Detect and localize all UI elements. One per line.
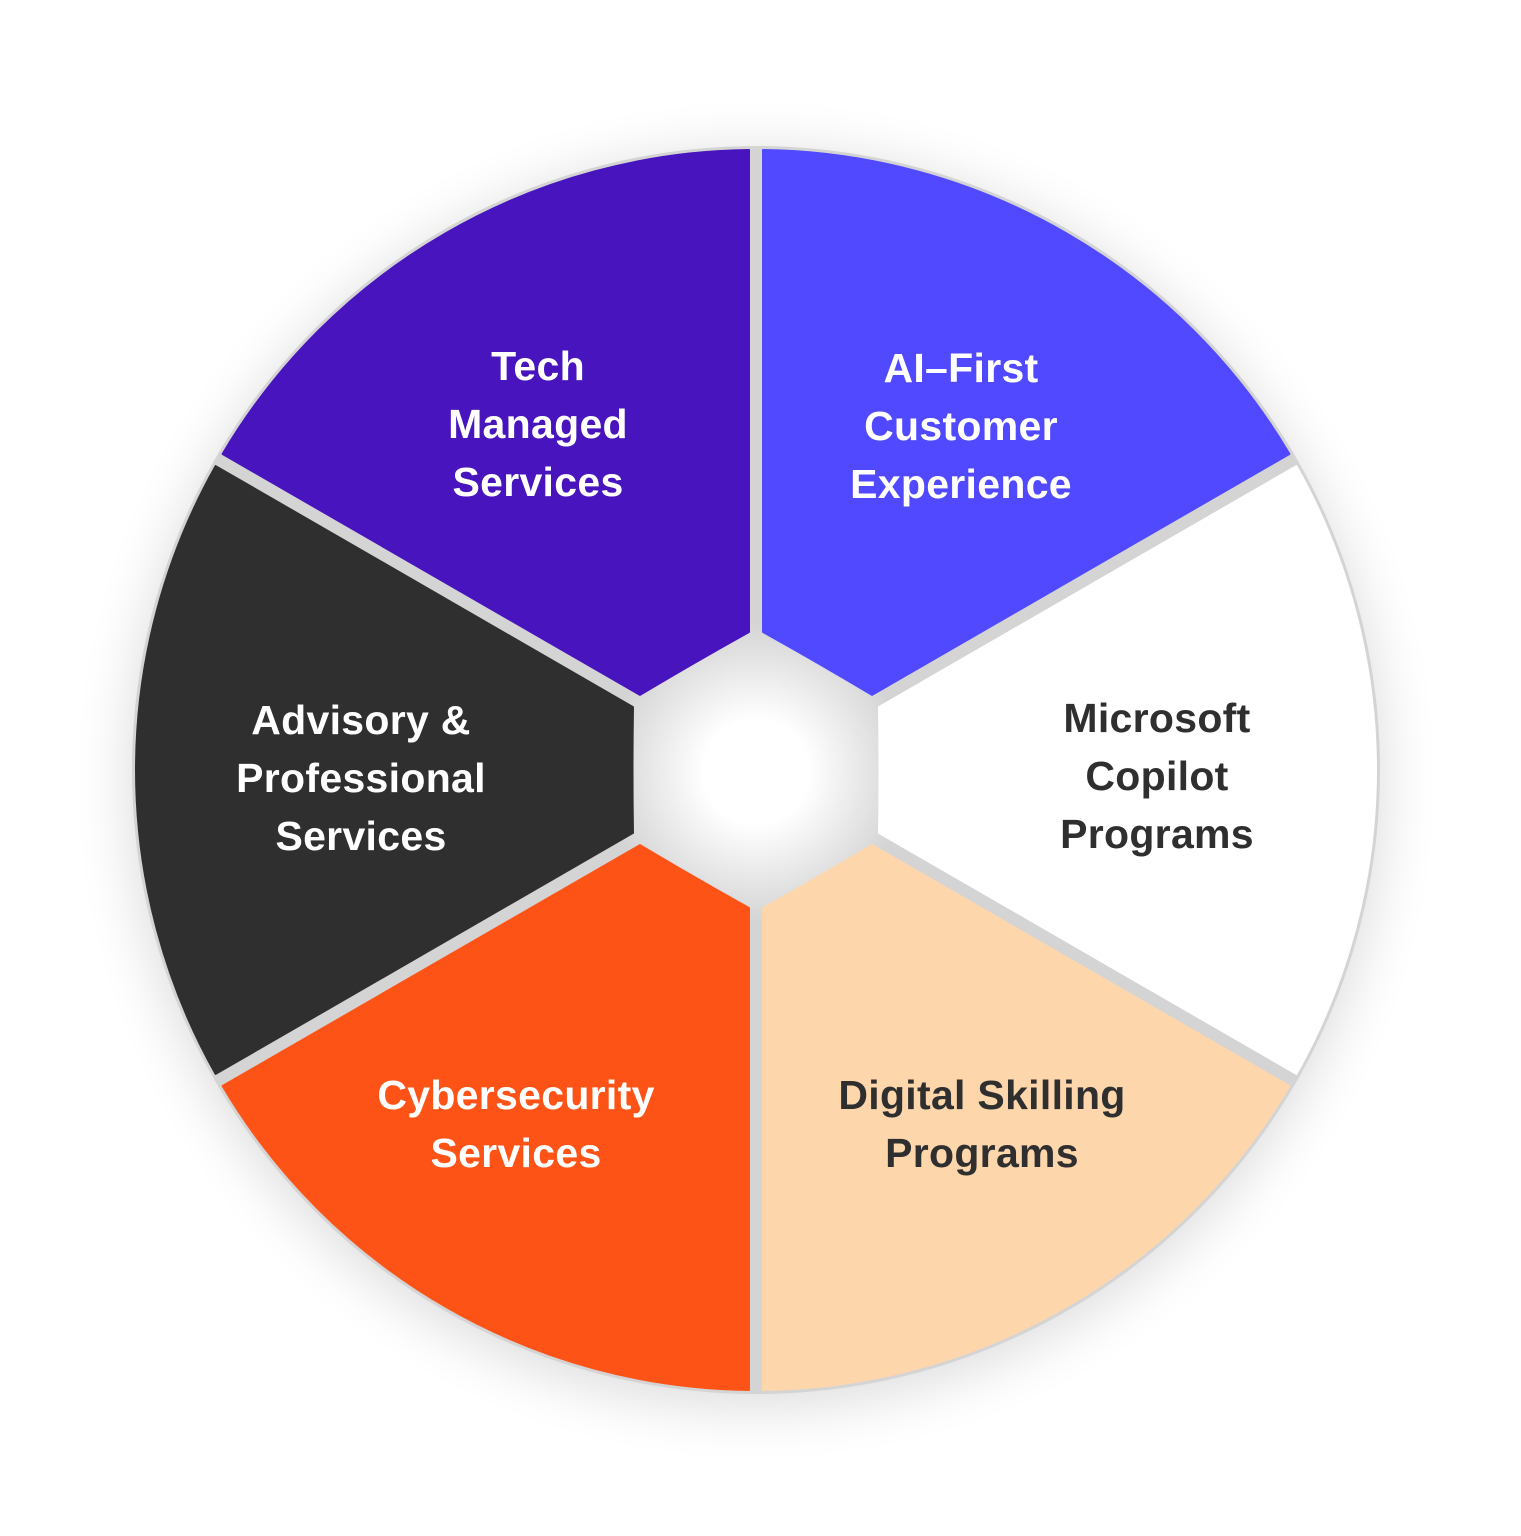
label-line: Professional [236, 755, 486, 801]
label-line: Microsoft [1063, 695, 1251, 741]
label-line: Services [452, 459, 624, 505]
label-line: Programs [885, 1130, 1079, 1176]
label-line: Digital Skilling [838, 1072, 1126, 1118]
label-line: Experience [850, 461, 1072, 507]
label-line: Advisory & [251, 697, 471, 743]
label-line: Cybersecurity [377, 1072, 655, 1118]
segment-ai-first-customer-experience [762, 149, 1291, 696]
label-line: AI–First [883, 345, 1039, 391]
label-line: Copilot [1085, 753, 1229, 799]
label-line: Services [275, 813, 447, 859]
label-line: Tech [491, 343, 585, 389]
segment-microsoft-copilot-programs [878, 465, 1377, 1075]
label-line: Programs [1060, 811, 1254, 857]
segment-advisory-professional-services [135, 465, 634, 1075]
label-line: Services [430, 1130, 602, 1176]
segment-digital-skilling-programs [762, 844, 1291, 1391]
label-line: Customer [864, 403, 1058, 449]
segment-cybersecurity-services [221, 844, 750, 1391]
hub-glow [606, 622, 906, 922]
segment-tech-managed-services [221, 149, 750, 696]
label-line: Managed [448, 401, 628, 447]
